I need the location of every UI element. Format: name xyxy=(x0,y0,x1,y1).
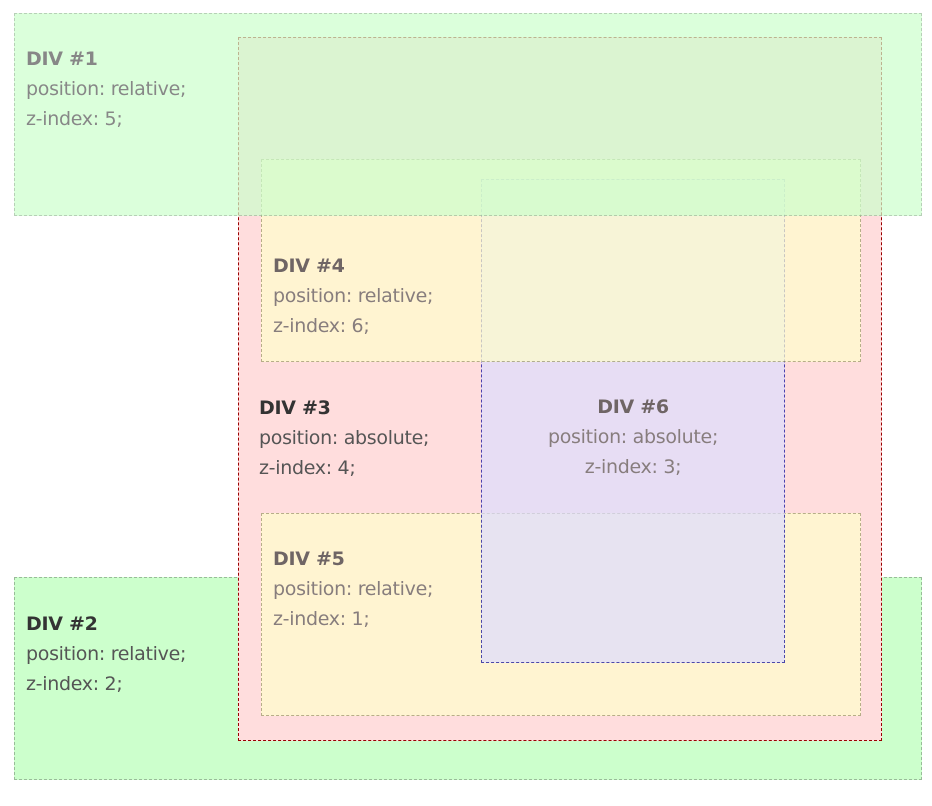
div-1-title: DIV #1 xyxy=(26,48,98,70)
div-3-zindex: z-index: 4; xyxy=(259,457,356,479)
div-2-zindex: z-index: 2; xyxy=(26,673,123,695)
div-2-label: DIV #2 position: relative; z-index: 2; xyxy=(26,609,186,699)
div-5-title: DIV #5 xyxy=(273,548,345,570)
div-2-position: position: relative; xyxy=(26,643,187,665)
div-1-box: DIV #1 position: relative; z-index: 5; xyxy=(14,13,922,216)
div-3-label: DIV #3 position: absolute; z-index: 4; xyxy=(259,393,429,483)
div-6-title: DIV #6 xyxy=(597,396,669,418)
div-6-position: position: absolute; xyxy=(547,426,719,448)
div-2-title: DIV #2 xyxy=(26,613,98,635)
div-5-zindex: z-index: 1; xyxy=(273,608,370,630)
div-5-position: position: relative; xyxy=(273,578,434,600)
div-4-title: DIV #4 xyxy=(273,255,345,277)
div-1-label: DIV #1 position: relative; z-index: 5; xyxy=(26,44,186,134)
div-4-label: DIV #4 position: relative; z-index: 6; xyxy=(273,251,433,341)
div-4-position: position: relative; xyxy=(273,285,434,307)
div-5-label: DIV #5 position: relative; z-index: 1; xyxy=(273,544,433,634)
div-4-zindex: z-index: 6; xyxy=(273,315,370,337)
div-3-position: position: absolute; xyxy=(259,427,430,449)
div-3-title: DIV #3 xyxy=(259,397,331,419)
div-6-zindex: z-index: 3; xyxy=(584,456,682,478)
div-1-zindex: z-index: 5; xyxy=(26,108,123,130)
div-1-position: position: relative; xyxy=(26,78,187,100)
div-6-label: DIV #6 position: absolute; z-index: 3; xyxy=(482,392,784,482)
